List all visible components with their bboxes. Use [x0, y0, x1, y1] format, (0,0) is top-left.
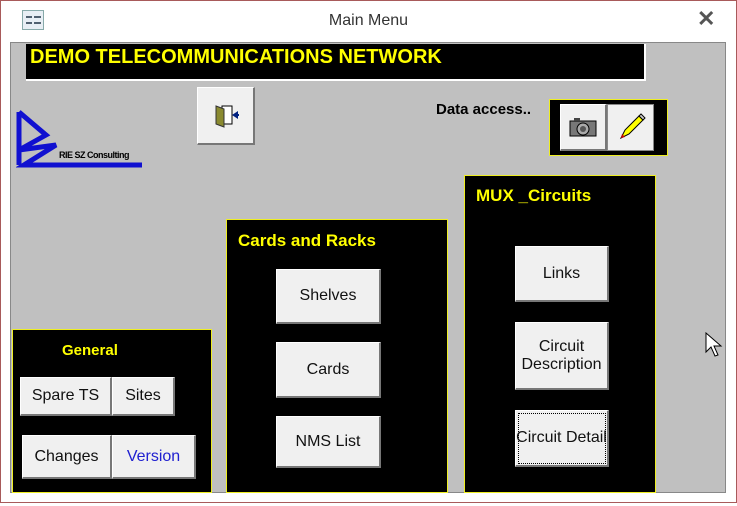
mux-circuits-title: MUX _Circuits: [476, 186, 592, 205]
sites-button[interactable]: Sites: [112, 377, 175, 416]
form-icon: [22, 10, 44, 30]
camera-button[interactable]: [560, 104, 607, 151]
changes-button[interactable]: Changes: [22, 435, 112, 479]
camera-icon: [569, 118, 597, 137]
exit-door-icon: [215, 104, 239, 128]
nms-list-button[interactable]: NMS List: [276, 416, 381, 468]
exit-button[interactable]: [197, 87, 255, 145]
circuit-detail-button[interactable]: Circuit Detail: [515, 410, 609, 467]
links-button[interactable]: Links: [515, 246, 609, 302]
data-access-label: Data access..: [436, 101, 532, 118]
version-button[interactable]: Version: [112, 435, 196, 479]
shelves-button[interactable]: Shelves: [276, 269, 381, 324]
mouse-cursor-icon: [705, 332, 723, 357]
pencil-icon: [619, 112, 646, 139]
riesz-logo: RIE SZ Consulting: [15, 110, 142, 170]
circuit-description-button[interactable]: Circuit Description: [515, 322, 609, 390]
general-title: General: [62, 342, 118, 359]
logo-text: RIE SZ Consulting: [59, 150, 130, 160]
close-button[interactable]: ✕: [697, 6, 716, 31]
cards-button[interactable]: Cards: [276, 342, 381, 398]
spare-ts-button[interactable]: Spare TS: [20, 377, 112, 416]
header-title: DEMO TELECOMMUNICATIONS NETWORK: [26, 44, 646, 81]
pencil-button[interactable]: [607, 104, 654, 151]
window-title: Main Menu: [328, 12, 409, 29]
cards-racks-title: Cards and Racks: [238, 231, 376, 250]
